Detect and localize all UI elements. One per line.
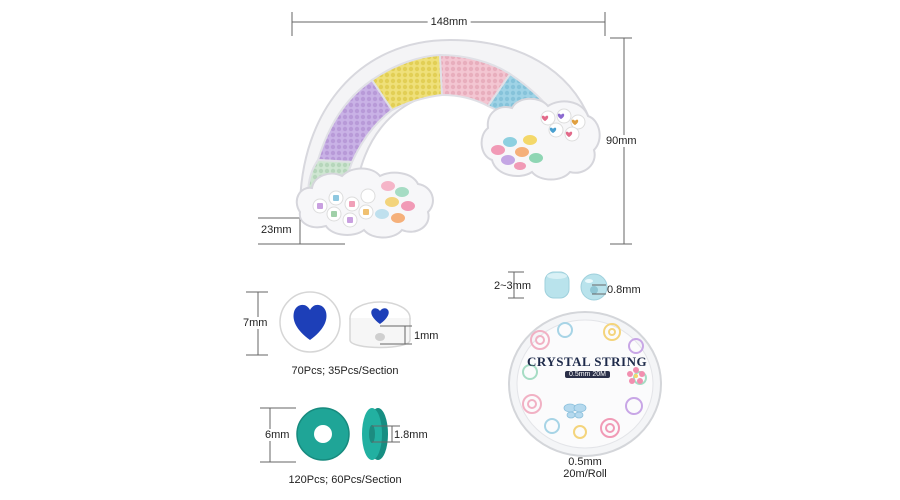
- tray-width-label: 148mm: [427, 16, 471, 28]
- crystal-string-spool: [508, 311, 662, 457]
- spool-brand-label: CRYSTAL STRING: [527, 354, 648, 369]
- tray-clay-beads-right: [491, 135, 543, 170]
- tray-depth-label: 23mm: [258, 224, 295, 236]
- clay-bead-count-label: 120Pcs; 60Pcs/Section: [288, 474, 402, 486]
- seed-bead-side: [544, 271, 570, 299]
- clay-bead-side: [362, 408, 388, 460]
- clay-bead-thickness-dimension: [372, 425, 400, 443]
- clay-bead-diameter-label: 6mm: [262, 429, 293, 441]
- string-length-label: 20m/Roll: [563, 468, 607, 480]
- tray-heart-beads: [540, 108, 586, 142]
- seed-bead-front: [580, 273, 608, 301]
- heart-bead-hole-dimension: [380, 325, 412, 345]
- spool-spec-label: 0.5mm 20M: [565, 371, 610, 378]
- tray-height-label: 90mm: [603, 135, 640, 147]
- string-thickness-label: 0.5mm: [568, 456, 602, 468]
- tray-letter-beads: [312, 188, 376, 228]
- heart-bead-hole-label: 1mm: [414, 330, 439, 342]
- heart-bead-side: [349, 301, 411, 349]
- tray-clay-beads-left: [375, 181, 415, 223]
- rainbow-tray: [295, 38, 601, 239]
- clay-bead-front: [296, 407, 350, 461]
- clay-bead-thickness-label: 1.8mm: [394, 429, 428, 441]
- seed-bead-size-dimension: [508, 271, 524, 299]
- seed-bead-size-label: 2~3mm: [494, 280, 531, 292]
- heart-bead-front: [279, 291, 341, 353]
- seed-bead-hole-label: 0.8mm: [607, 284, 641, 296]
- seed-bead-hole-dimension: [592, 284, 606, 295]
- heart-bead-count-label: 70Pcs; 35Pcs/Section: [291, 365, 399, 377]
- heart-bead-height-label: 7mm: [240, 317, 271, 329]
